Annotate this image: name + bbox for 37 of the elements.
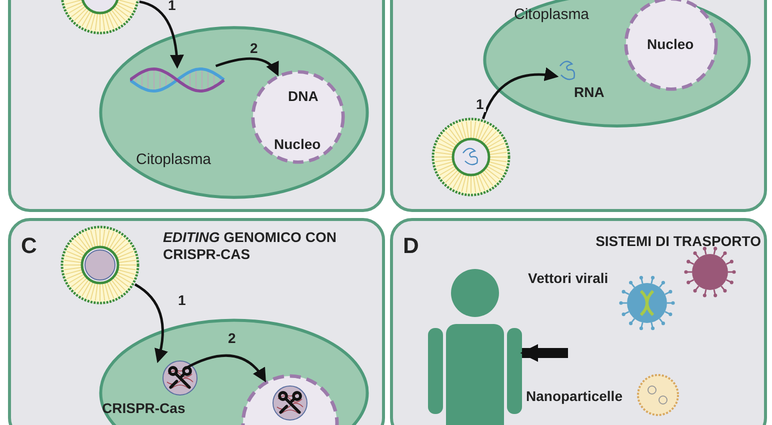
panel-card bbox=[8, 0, 385, 212]
panel-letter: D bbox=[403, 232, 419, 260]
cell-outline bbox=[98, 318, 370, 425]
step-number: 1 bbox=[166, 0, 178, 13]
liposome-drawing bbox=[431, 117, 511, 197]
cell-outline bbox=[98, 25, 370, 200]
nucleus-circle bbox=[250, 69, 346, 165]
molecule-label: DNA bbox=[288, 87, 318, 106]
arrow bbox=[482, 68, 559, 120]
panel-title: EDITING GENOMICO CON CRISPR-CAS bbox=[163, 229, 338, 263]
molecule-label: RNA bbox=[574, 83, 604, 102]
cell-label: Citoplasma bbox=[136, 150, 212, 170]
arrow bbox=[184, 354, 266, 382]
cell-outline bbox=[482, 0, 752, 128]
panel-title: SISTEMI DI TRASPORTO bbox=[594, 232, 761, 251]
panel-card bbox=[8, 218, 385, 425]
arrow bbox=[134, 283, 168, 364]
nucleus-label: Nucleo bbox=[274, 135, 321, 154]
molecule-label: CRISPR-Cas bbox=[102, 399, 186, 418]
panel-card bbox=[390, 218, 767, 425]
carrier-label: Nanoparticelle bbox=[526, 387, 622, 406]
person-silhouette bbox=[428, 268, 522, 425]
nucleus-label: Nucleo bbox=[647, 35, 694, 54]
arrow bbox=[139, 0, 184, 69]
arrow bbox=[215, 57, 279, 76]
step-number: 1 bbox=[474, 96, 486, 112]
carrier-label: Vettori virali bbox=[528, 269, 608, 288]
step-number: 1 bbox=[176, 292, 188, 308]
panel-card bbox=[390, 0, 767, 212]
step-number: 2 bbox=[226, 330, 238, 346]
step-number: 2 bbox=[248, 40, 260, 56]
panel-letter: C bbox=[21, 232, 37, 260]
liposome-drawing bbox=[60, 225, 140, 305]
crispr-complex-icon bbox=[272, 385, 308, 421]
dna-helix-icon bbox=[130, 66, 225, 94]
cell-label: Citoplasma bbox=[514, 5, 590, 25]
arrow bbox=[520, 344, 568, 362]
